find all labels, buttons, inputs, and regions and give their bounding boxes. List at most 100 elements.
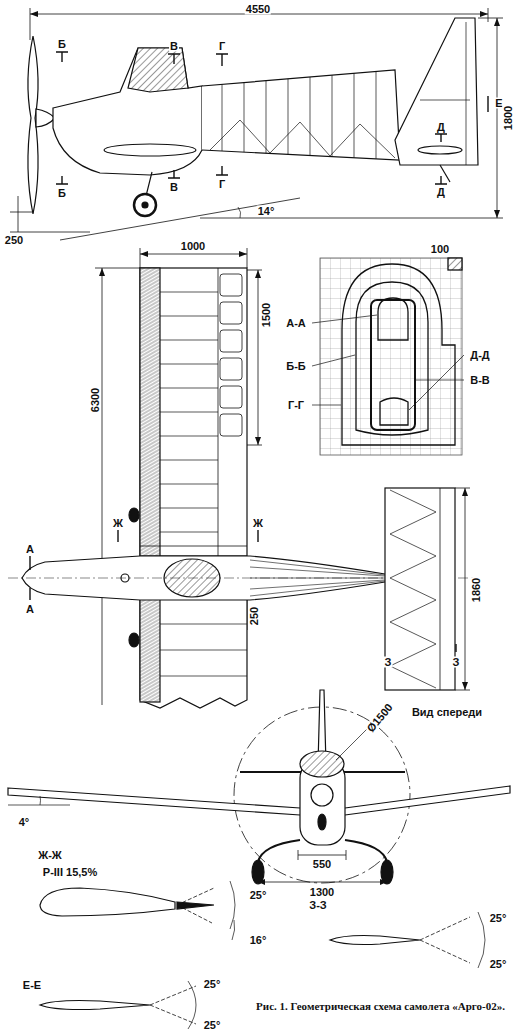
arrowhead bbox=[140, 251, 247, 257]
angle-value: 14° bbox=[257, 206, 276, 217]
engine-intake bbox=[318, 814, 326, 830]
boom-rib bbox=[266, 81, 267, 154]
grid bbox=[320, 258, 462, 455]
ground-line bbox=[60, 198, 300, 240]
dimension-value: 1300 bbox=[309, 887, 335, 898]
section-letter: Ж bbox=[112, 518, 124, 529]
aileron-cell bbox=[220, 358, 242, 380]
figure-caption: Рис. 1. Геометрическая схема самолета «А… bbox=[256, 1000, 505, 1012]
wing-front bbox=[8, 786, 510, 815]
leader-line bbox=[336, 728, 368, 760]
boom-rib bbox=[310, 77, 311, 155]
section-name: З-З bbox=[308, 900, 327, 911]
section-letter: Ж bbox=[252, 518, 264, 529]
elevator-line bbox=[440, 488, 441, 690]
dimension-value: 4550 bbox=[245, 4, 271, 15]
dihedral-ref bbox=[8, 805, 70, 806]
scale-value: 100 bbox=[430, 244, 450, 255]
leader-line bbox=[312, 315, 464, 410]
leading-edge bbox=[140, 268, 160, 556]
aileron-cell bbox=[220, 302, 242, 324]
section-name: Е-Е bbox=[22, 980, 42, 991]
flap-deflection bbox=[420, 917, 470, 963]
fuselage-pod bbox=[53, 48, 202, 175]
section-letter: Б bbox=[57, 188, 67, 199]
dimension-value: 1860 bbox=[471, 577, 482, 603]
tail-boom bbox=[202, 70, 400, 160]
scale-square bbox=[448, 258, 462, 270]
section-name: Г-Г bbox=[287, 400, 305, 411]
wing-rib bbox=[160, 316, 218, 317]
dimension-line bbox=[10, 196, 90, 232]
stabilizer bbox=[418, 146, 462, 154]
fin-profile bbox=[40, 1001, 150, 1010]
rudder-line bbox=[420, 22, 470, 165]
view-title: Вид спереди bbox=[411, 707, 483, 718]
stabilizer bbox=[385, 488, 455, 690]
section-g bbox=[342, 264, 455, 445]
section-letter: Д bbox=[436, 122, 446, 133]
dimension-value: 1500 bbox=[261, 302, 272, 328]
leading-edge bbox=[140, 598, 160, 702]
wing-root bbox=[104, 144, 196, 156]
section-letter: В bbox=[169, 182, 179, 193]
arrowhead bbox=[99, 268, 105, 276]
spinner bbox=[311, 784, 333, 806]
angle-arc bbox=[188, 981, 196, 1029]
dimension-line bbox=[247, 270, 262, 445]
boom-rib bbox=[244, 83, 245, 153]
angle-value: 25° bbox=[203, 1019, 222, 1030]
aileron-cell bbox=[220, 414, 242, 436]
dimension-value: 1000 bbox=[180, 241, 206, 252]
airfoil bbox=[40, 888, 175, 916]
wing-rib bbox=[160, 508, 218, 509]
strut-fairing bbox=[129, 633, 139, 647]
tail-profile bbox=[330, 936, 420, 945]
wing-rib bbox=[160, 292, 218, 293]
wing-rib bbox=[160, 436, 218, 437]
landing-gear bbox=[146, 172, 152, 196]
angle-value: 25° bbox=[489, 959, 508, 970]
angle-arc bbox=[40, 796, 42, 805]
section-letter: А bbox=[25, 544, 35, 555]
angle-arc bbox=[238, 207, 241, 218]
section-mark bbox=[56, 52, 488, 184]
side-view bbox=[10, 8, 503, 240]
arrowhead bbox=[255, 270, 261, 445]
section-letter: З bbox=[452, 657, 461, 668]
section-letter: Д bbox=[436, 187, 446, 198]
boom-truss bbox=[210, 120, 395, 158]
section-name: А-А bbox=[285, 318, 307, 329]
top-view bbox=[8, 248, 475, 708]
section-letter: Б bbox=[57, 39, 67, 50]
aileron-cell bbox=[220, 330, 242, 352]
wing-left bbox=[140, 268, 247, 556]
dimension-value: 1800 bbox=[503, 105, 514, 131]
section-name: Д-Д bbox=[469, 350, 490, 361]
fin bbox=[395, 18, 478, 165]
dimension-line bbox=[95, 268, 140, 705]
fuselage-sections bbox=[312, 258, 464, 455]
canopy bbox=[300, 751, 344, 777]
dimension-value: Ø1500 bbox=[365, 701, 396, 735]
wing-rib bbox=[160, 532, 218, 533]
airfoil-name: Р-III 15,5% bbox=[42, 867, 98, 878]
aileron-cell bbox=[218, 268, 242, 556]
section-letter: Г bbox=[218, 179, 226, 190]
boom-rib bbox=[376, 72, 377, 159]
arrowhead bbox=[494, 18, 500, 218]
wing-rib bbox=[160, 460, 218, 461]
wing-right bbox=[140, 598, 247, 708]
section-letter: Г bbox=[218, 41, 226, 52]
section-letter: З bbox=[384, 657, 393, 668]
section-name: Б-Б bbox=[285, 361, 306, 372]
wing-rib bbox=[160, 364, 218, 365]
angle-value: 25° bbox=[203, 979, 222, 990]
boom-rib bbox=[332, 75, 333, 156]
boom-rib bbox=[288, 79, 289, 154]
section-name: Ж-Ж bbox=[37, 850, 63, 861]
boom-rib bbox=[354, 73, 355, 157]
angle-value: 16° bbox=[249, 935, 268, 946]
